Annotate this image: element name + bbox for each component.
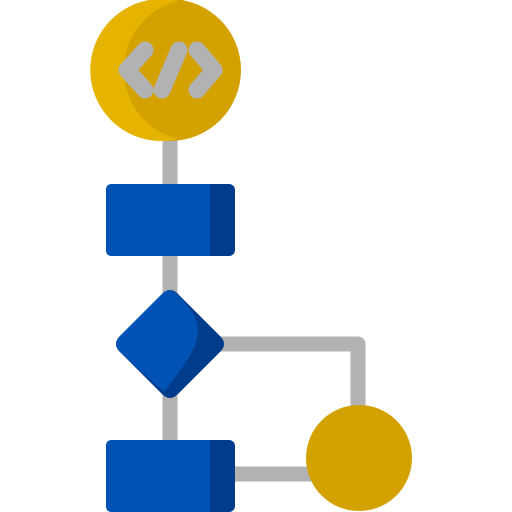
decision-node	[116, 290, 224, 398]
process-bottom-face	[106, 440, 210, 512]
end-node	[306, 405, 412, 511]
left-angle-bracket	[118, 41, 154, 99]
connector-decision-to-end	[218, 336, 366, 412]
process-node-top	[106, 184, 235, 256]
decision-face	[116, 290, 198, 392]
right-angle-bracket	[188, 41, 223, 99]
code-brackets-icon	[118, 41, 223, 99]
slash	[153, 41, 188, 99]
start-node	[90, 0, 241, 141]
process-top-face	[106, 184, 210, 256]
end-circle-shade	[306, 405, 412, 511]
start-circle-face	[90, 0, 178, 141]
process-node-bottom	[106, 440, 235, 512]
connector-lines	[162, 138, 366, 482]
